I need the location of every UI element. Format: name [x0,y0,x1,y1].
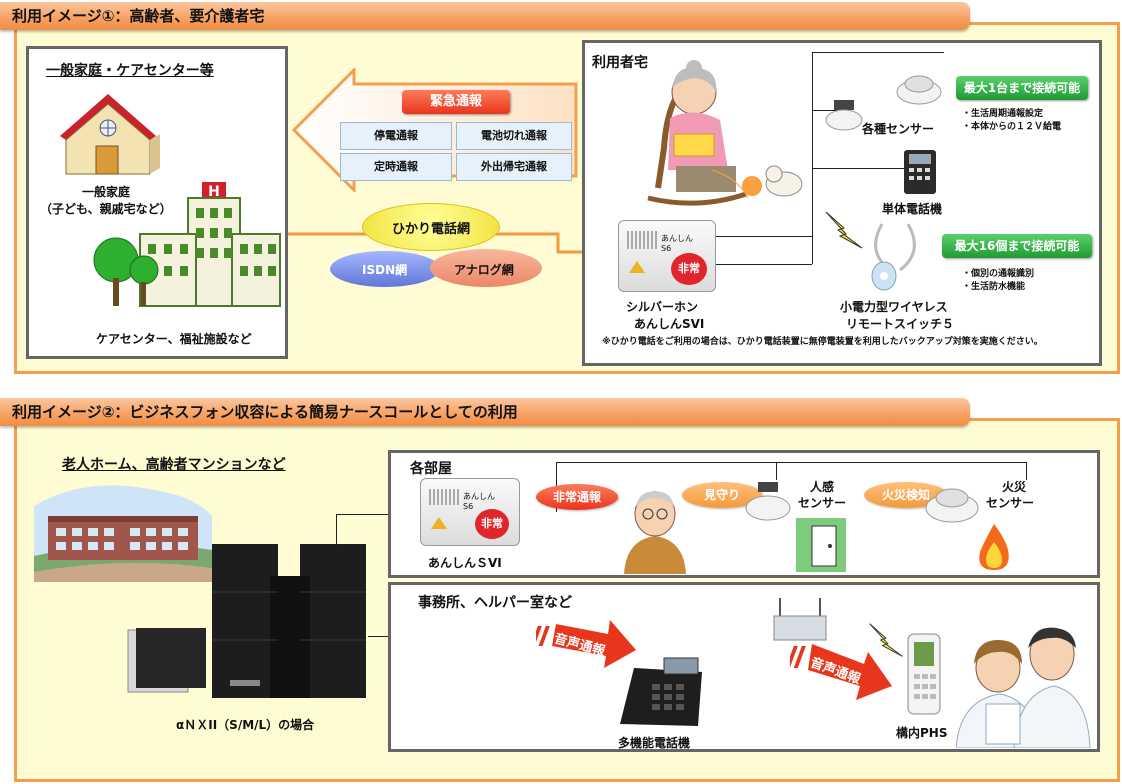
network-analog [430,249,542,287]
elderly-woman-icon [647,60,803,206]
emergency-title: 緊急通報 [402,90,510,114]
voice-arrow-1 [536,620,636,668]
network-hikari [362,203,500,251]
phs-icon [907,633,941,715]
arrow-item-outing: 外出帰宅通報 [456,153,572,181]
nursing-home-icon [34,485,212,582]
lightning-icon-2 [869,623,903,657]
user-home-title: 利用者宅 [592,55,648,71]
arrow-item-scheduled: 定時通報 [340,153,452,181]
badge-max-sixteen: 最大16個まで接続可能 [942,234,1092,258]
care-center-label: ケアセンター、福祉施設など [96,332,252,346]
user-home-note: ※ひかり電話をご利用の場合は、ひかり電話装置に無停電装置を利用したバックアップ対… [602,337,1043,347]
line-sensor [812,110,842,111]
oval-emergency: 非常通報 [536,484,618,510]
fire-sensor-icon [925,488,979,523]
device-label-1: シルバーホン [626,300,699,314]
network-analog-label: アナログ網 [454,263,514,277]
badge2-bullet-1: ・個別の通報識別 [962,269,1035,279]
remote-label-2: リモートスイッチ５ [846,317,955,331]
room-wire-top [556,462,1026,463]
office-title: 事務所、ヘルパー室など [418,595,572,611]
line-phone [812,168,906,169]
room-device: あんしん S6 非常 [420,478,520,546]
small-pbx-icon [127,628,206,693]
line-device-1 [712,236,812,237]
house-icon [60,94,160,175]
room-device-warning-icon [431,517,447,529]
elderly-man-icon [624,491,686,574]
home-sub-label: （子ども、親戚宅など） [40,202,172,216]
motion-label-1: 人感 [810,480,835,494]
rooms-title: 各部屋 [410,461,452,477]
network-hikari-label: ひかり電話網 [392,222,471,237]
device-speaker-grille [627,231,657,249]
silverphone-device: あんしん S6 非常 [618,220,716,292]
sensor-label: 各種センサー [862,122,935,136]
room-motion-sensor-icon [745,482,791,521]
line-device-2 [712,264,812,265]
lightning-icon [825,211,863,249]
emergency-button[interactable]: 非常 [671,253,707,285]
flame-icon [979,524,1009,570]
door-icon [796,518,846,572]
room-device-label: あんしんＳVI [428,556,502,570]
fire-label-2: センサー [986,496,1035,510]
home-label: 一般家庭 [82,185,131,199]
system-label: αＮＸII（S/M/L）の場合 [176,718,315,732]
phs-label: 構内PHS [896,726,948,740]
room-wire-mid [776,462,777,480]
network-isdn-label: ISDN網 [362,263,408,277]
desk-phone-icon [904,150,936,194]
device-face-text: あんしん S6 [661,234,693,253]
room-emergency-button[interactable]: 非常 [475,509,509,539]
arrow-item-battery: 電池切れ通報 [456,122,572,150]
line-top-horizontal [812,52,944,53]
remote-switch-icon [871,223,916,291]
staff-icon [956,627,1091,748]
network-isdn [330,251,440,287]
wire-room-h [336,514,420,515]
svg-text:H: H [208,184,220,200]
motion-label-2: センサー [798,496,847,510]
room-device-face-text: あんしん S6 [463,492,495,511]
fire-label-1: 火災 [1002,480,1027,494]
badge1-bullet-1: ・生活周期通報設定 [962,109,1044,119]
line-main-vertical [812,52,813,264]
multifunction-phone-label: 多機能電話機 [618,736,691,750]
voice-arrow-2 [790,644,892,700]
room-wire-right [1026,462,1027,480]
section2-header: 利用イメージ②：ビジネスフォン収容による簡易ナースコールとしての利用 [0,398,970,426]
device-label-2: あんしんSVI [634,317,705,331]
badge-max-one: 最大1台まで接続可能 [956,76,1088,100]
access-point-icon [773,598,827,641]
oval-fire-detect: 火災検知 [864,482,948,508]
pbx-tower-icon [212,544,366,698]
home-center-title: 一般家庭・ケアセンター等 [46,63,214,79]
room-device-grille [429,489,459,505]
device-warning-icon [629,261,645,273]
multifunction-phone-icon [620,657,702,726]
facility-title: 老人ホーム、高齢者マンションなど [62,457,286,473]
badge1-bullet-2: ・本体からの１２Ｖ給電 [962,122,1062,132]
oval-watch: 見守り [682,482,762,508]
motion-sensor-icon [825,100,863,131]
remote-label-1: 小電力型ワイヤレス [840,300,948,314]
section1-header: 利用イメージ①：高齢者、要介護者宅 [0,2,970,30]
phone-label: 単体電話機 [882,202,943,216]
arrow-item-power-outage: 停電通報 [340,122,452,150]
wire-room [336,514,337,548]
smoke-sensor-icon [896,75,942,105]
badge2-bullet-2: ・生活防水機能 [962,282,1026,292]
care-center-icon: H [93,182,281,307]
